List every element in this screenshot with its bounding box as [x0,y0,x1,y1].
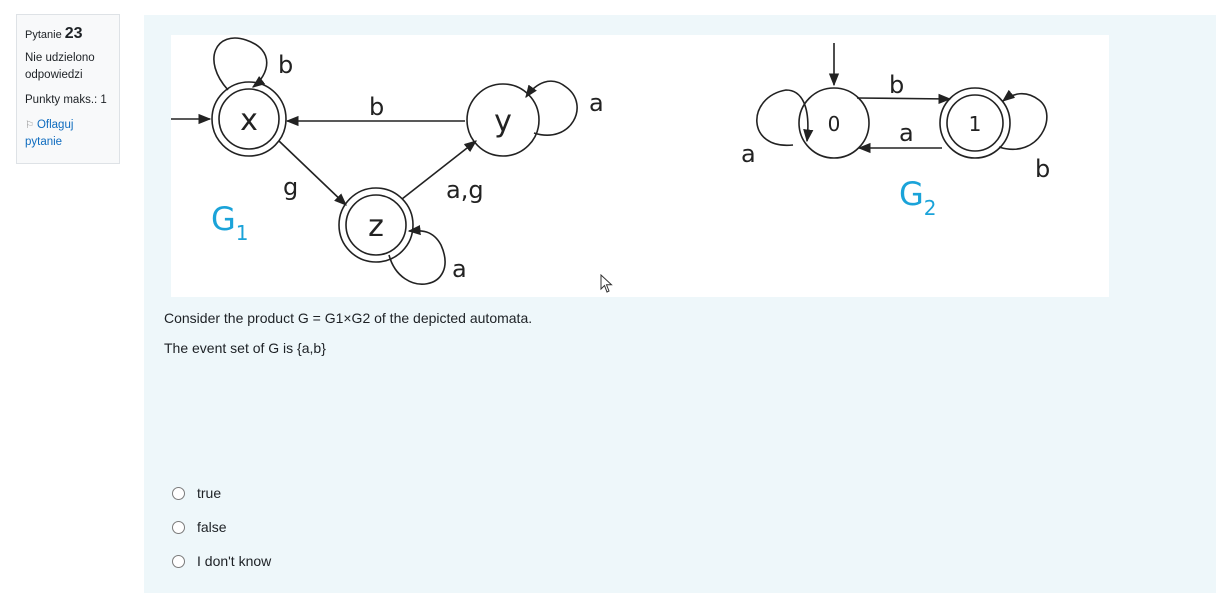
state-z-inner [345,194,407,256]
state-y-label: y [494,104,512,139]
state-1-inner [946,94,1004,152]
state-0-label: 0 [828,112,841,136]
radio-true[interactable] [172,486,185,500]
g2-title-sub: 2 [924,196,937,220]
edge-z-to-y [401,140,478,200]
flag-question-link[interactable]: ⚐Oflaguj pytanie [25,117,111,151]
flag-icon: ⚐ [25,120,34,131]
automata-figure: x y z b b a g a,g a G1 0 1 b a a b G2 [171,35,1109,297]
answer-option-dont-know[interactable]: I don't know [172,544,271,578]
radio-dont-know[interactable] [172,554,185,568]
state-1-label: 1 [969,112,982,136]
automata-diagram: x y z b b a g a,g a G1 0 1 b a a b G2 [171,37,1050,285]
question-prefix: Pytanie [25,29,62,41]
edge-0-to-1 [856,93,952,104]
label-0-loop: a [741,140,756,168]
answer-option-true[interactable]: true [172,476,271,510]
g2-title: G2 [899,175,937,220]
g1-title: G1 [211,200,249,245]
question-content: x y z b b a g a,g a G1 0 1 b a a b G2 Co… [144,15,1216,593]
label-1-to-0: a [899,119,914,147]
state-1-outer [939,87,1011,159]
answer-label-false: false [197,519,227,535]
label-x-to-z: g [283,173,298,201]
question-number: Pytanie 23 [25,25,111,44]
mouse-pointer-icon [600,274,613,293]
answer-label-true: true [197,485,222,501]
flag-label: Oflaguj pytanie [25,119,74,148]
edge-0-loop [756,89,814,146]
label-1-loop: b [1035,155,1050,183]
question-number-value: 23 [64,25,83,42]
max-points: Punkty maks.: 1 [25,94,107,106]
edge-1-loop [998,89,1048,150]
state-y [466,83,540,157]
state-0 [798,87,870,159]
edge-x-to-z [278,140,347,206]
answer-label-dont-know: I don't know [197,553,272,569]
edge-y-loop [525,80,578,136]
label-0-to-1: b [889,71,904,99]
state-x-label: x [240,103,258,138]
label-y-to-x: b [369,93,384,121]
label-z-loop: a [452,255,467,283]
question-state: Nie udzielono odpowiedzi [25,52,95,81]
question-info-panel: Pytanie 23 Nie udzielono odpowiedzi Punk… [16,14,120,164]
radio-false[interactable] [172,520,185,534]
state-x-inner [218,88,280,150]
g1-title-main: G [211,200,236,238]
edge-z-loop [388,224,446,285]
g1-title-sub: 1 [236,221,249,245]
answer-options: true false I don't know [172,476,271,578]
question-text-line-2: The event set of G is {a,b} [164,340,326,356]
g2-title-main: G [899,175,924,213]
label-z-to-y: a,g [446,176,484,204]
answer-option-false[interactable]: false [172,510,271,544]
edge-x-loop [213,37,268,91]
state-z-label: z [368,209,384,244]
label-x-loop: b [278,51,293,79]
label-y-loop: a [589,89,604,117]
question-text-line-1: Consider the product G = G1×G2 of the de… [164,310,533,326]
